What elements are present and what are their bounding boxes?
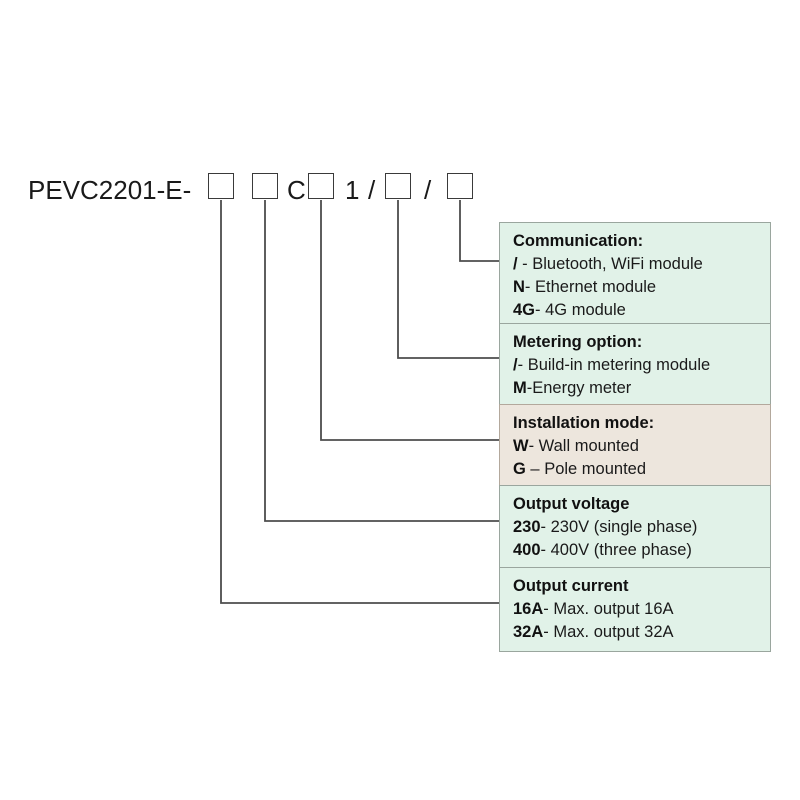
callout-row: 16A- Max. output 16A bbox=[513, 598, 770, 621]
callout-metering-option: Metering option: /- Build-in metering mo… bbox=[499, 323, 771, 408]
callout-row: 230- 230V (single phase) bbox=[513, 516, 770, 539]
option-key: 400 bbox=[513, 541, 541, 559]
callout-row: 400- 400V (three phase) bbox=[513, 539, 770, 562]
option-sep: - bbox=[526, 379, 533, 397]
option-desc: Max. output 16A bbox=[553, 600, 674, 618]
callout-output-voltage: Output voltage 230- 230V (single phase) … bbox=[499, 485, 771, 570]
code-placeholder-metering-option[interactable] bbox=[385, 173, 411, 199]
option-sep: - bbox=[540, 541, 551, 559]
callout-title: Installation mode: bbox=[513, 414, 655, 432]
option-desc: 4G module bbox=[545, 301, 626, 319]
callout-installation-mode: Installation mode: W- Wall mounted G – P… bbox=[499, 404, 771, 489]
option-desc: Ethernet module bbox=[535, 278, 657, 296]
option-desc: Build-in metering module bbox=[527, 356, 711, 374]
callout-row: W- Wall mounted bbox=[513, 435, 770, 458]
option-sep: - bbox=[543, 623, 554, 641]
option-key: W bbox=[513, 437, 529, 455]
option-key: 16A bbox=[513, 600, 544, 618]
product-code-line: PEVC2201-E- C 1 / / bbox=[0, 173, 500, 213]
option-key: 230 bbox=[513, 518, 541, 536]
callout-row: 4G- 4G module bbox=[513, 299, 770, 322]
option-key: 32A bbox=[513, 623, 544, 641]
option-key: 4G bbox=[513, 301, 536, 319]
callout-row: M-Energy meter bbox=[513, 377, 770, 400]
option-sep: - bbox=[517, 255, 533, 273]
code-placeholder-communication[interactable] bbox=[447, 173, 473, 199]
option-sep: - bbox=[528, 437, 539, 455]
callout-output-current: Output current 16A- Max. output 16A 32A-… bbox=[499, 567, 771, 652]
option-key: N bbox=[513, 278, 525, 296]
option-key: G bbox=[513, 460, 526, 478]
callout-row: / - Bluetooth, WiFi module bbox=[513, 253, 770, 276]
code-prefix: PEVC2201-E- bbox=[28, 175, 192, 205]
option-sep: - bbox=[517, 356, 528, 374]
callout-title: Output voltage bbox=[513, 495, 630, 513]
code-literal-1: 1 bbox=[345, 175, 360, 205]
option-sep: – bbox=[525, 460, 545, 478]
option-key: / bbox=[513, 356, 518, 374]
leader-output-voltage bbox=[264, 200, 499, 522]
option-desc: Bluetooth, WiFi module bbox=[532, 255, 703, 273]
callout-title: Output current bbox=[513, 577, 629, 595]
leader-output-current bbox=[220, 200, 499, 604]
callout-row: 32A- Max. output 32A bbox=[513, 621, 770, 644]
code-slash-1: / bbox=[368, 175, 376, 205]
option-sep: - bbox=[524, 278, 536, 296]
option-desc: 400V (three phase) bbox=[550, 541, 692, 559]
callout-row: G – Pole mounted bbox=[513, 458, 770, 481]
code-placeholder-output-current[interactable] bbox=[208, 173, 234, 199]
leader-metering bbox=[397, 200, 499, 359]
code-literal-c: C bbox=[287, 175, 306, 205]
callout-row: N- Ethernet module bbox=[513, 276, 770, 299]
callout-title: Metering option: bbox=[513, 333, 643, 351]
code-placeholder-installation-mode[interactable] bbox=[308, 173, 334, 199]
callout-communication: Communication: / - Bluetooth, WiFi modul… bbox=[499, 222, 771, 330]
option-desc: Max. output 32A bbox=[553, 623, 674, 641]
code-placeholder-output-voltage[interactable] bbox=[252, 173, 278, 199]
callout-row: /- Build-in metering module bbox=[513, 354, 770, 377]
option-key: M bbox=[513, 379, 527, 397]
option-key: / bbox=[513, 255, 518, 273]
option-desc: Wall mounted bbox=[538, 437, 639, 455]
leader-installation bbox=[320, 200, 499, 441]
callout-title: Communication: bbox=[513, 232, 644, 250]
option-desc: Energy meter bbox=[532, 379, 632, 397]
option-desc: Pole mounted bbox=[544, 460, 647, 478]
option-desc: 230V (single phase) bbox=[550, 518, 698, 536]
option-sep: - bbox=[535, 301, 546, 319]
code-slash-2: / bbox=[424, 175, 432, 205]
option-sep: - bbox=[540, 518, 551, 536]
option-sep: - bbox=[543, 600, 554, 618]
